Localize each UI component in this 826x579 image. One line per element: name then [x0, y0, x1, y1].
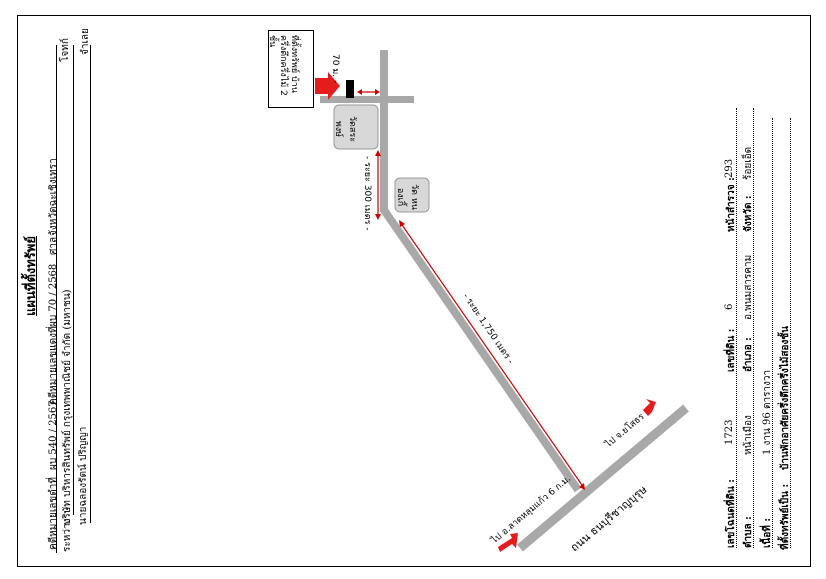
diagonal-road: [380, 207, 582, 493]
property-note-text: ที่ตั้งทรัพย์ บ้าน ครึ่งตึกครึ่งไม้ 2 ชั…: [267, 35, 299, 96]
dim-1750: [399, 221, 585, 489]
dim-70-arrow-b: [375, 89, 380, 95]
land-no-value: 6: [724, 303, 735, 310]
temple-1-label: วัดสระ พงษ์: [333, 115, 357, 143]
temple-1-box: [333, 104, 379, 150]
distance-300-label: - ระยะ 300 เมตร -: [362, 156, 372, 231]
to-right-arrow-icon: [641, 399, 656, 416]
header-underline-2: [73, 45, 74, 515]
dim-1750-arrow-b: [579, 483, 585, 490]
info-dotted-line-1: [736, 108, 737, 548]
deed-no-value: 1723: [724, 419, 735, 445]
temple-2-box: [394, 177, 430, 213]
header-underline-3: [90, 45, 91, 523]
info-dotted-line-2: [753, 108, 754, 548]
info-dotted-line-4: [790, 118, 791, 548]
property-note-box: ที่ตั้งทรัพย์ บ้าน ครึ่งตึกครึ่งไม้ 2 ชั…: [267, 30, 314, 108]
distance-70-label: 70 ม. -: [330, 54, 340, 84]
header-underline-1: [56, 45, 57, 553]
dim-300-arrow-b: [375, 214, 381, 220]
property-pointer-arrow-icon: [315, 72, 340, 100]
main-road: [517, 404, 689, 552]
info-dotted-line-3: [772, 118, 773, 548]
soi-road: [380, 50, 388, 212]
dim-70-arrow-a: [357, 89, 362, 95]
survey-page-value: 293: [724, 158, 735, 178]
temple-2-label: วัด หนองเกิ้: [395, 184, 419, 210]
to-left-arrow-icon: [498, 533, 518, 552]
page-frame: [17, 15, 811, 567]
dim-300-arrow-a: [375, 150, 381, 156]
dim-1750-arrow-a: [399, 220, 405, 227]
property-building: [346, 80, 354, 98]
cross-road: [320, 96, 414, 103]
